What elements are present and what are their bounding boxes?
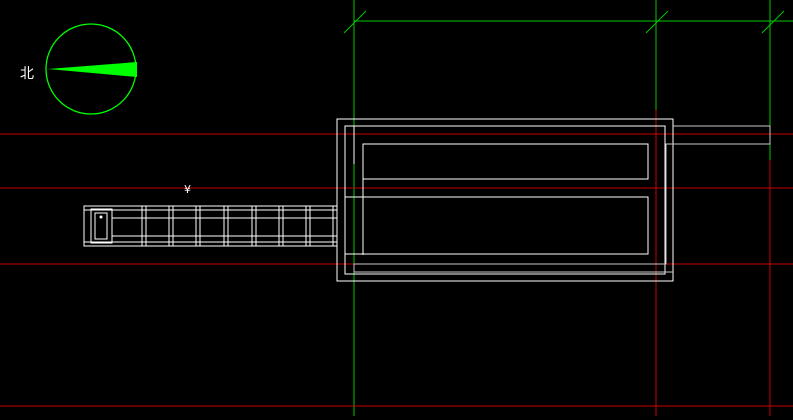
axis-tick-3 xyxy=(761,10,785,34)
inlet-chamber xyxy=(90,208,113,244)
reference-lines xyxy=(0,110,793,416)
channel-outer xyxy=(83,205,338,247)
inlet-marker xyxy=(99,215,103,219)
annotation-mark: ¥ xyxy=(184,183,191,196)
axis-tick-1 xyxy=(343,10,367,34)
tank-structure[interactable] xyxy=(336,118,674,282)
conveyor-channel[interactable] xyxy=(83,205,338,247)
axis-grid-lines xyxy=(343,0,793,416)
outer-outline xyxy=(353,125,771,273)
compass-label: 北 xyxy=(20,66,34,82)
inlet-chamber-inner xyxy=(94,212,108,240)
chamber-lower xyxy=(344,196,649,255)
north-arrow-icon[interactable]: 北 xyxy=(20,23,137,115)
tank-outer-wall xyxy=(336,118,674,282)
channel-dividers xyxy=(141,206,334,246)
compass-needle xyxy=(48,62,137,77)
tank-inner-wall xyxy=(344,125,666,275)
axis-tick-2 xyxy=(645,10,669,34)
chamber-upper xyxy=(362,143,649,180)
